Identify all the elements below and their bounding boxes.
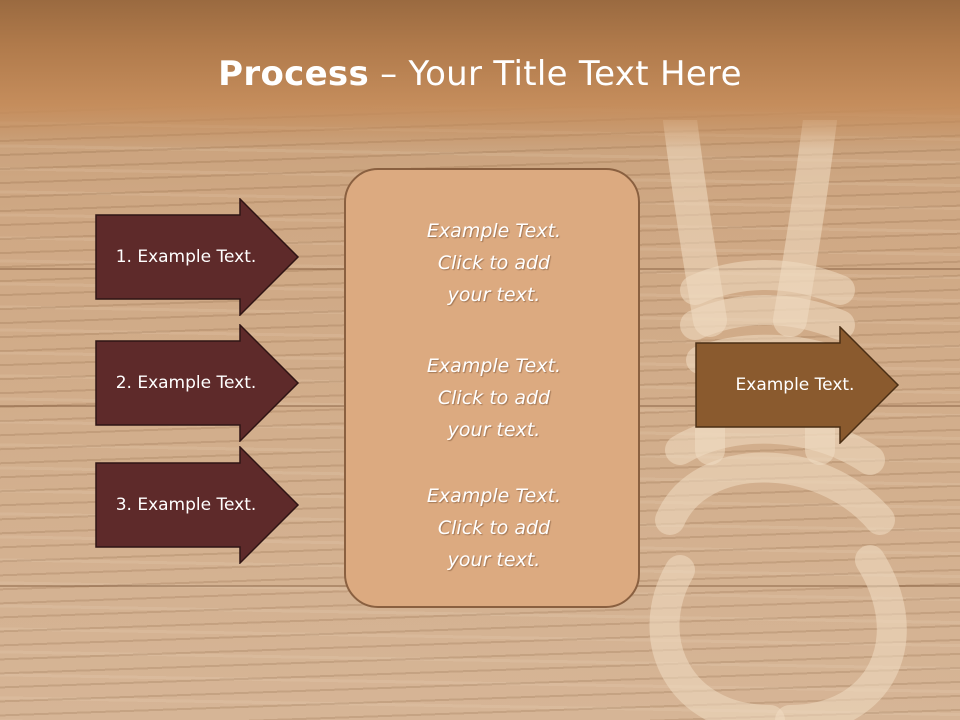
center-line: Click to add xyxy=(437,252,551,274)
step-label-3: 3. Example Text. xyxy=(115,495,257,515)
title-rest: – Your Title Text Here xyxy=(369,54,742,94)
arrow-shape xyxy=(95,446,300,564)
output-arrow[interactable]: Example Text. xyxy=(695,326,900,444)
step-arrow-1[interactable]: 1. Example Text. xyxy=(95,198,300,316)
title-bold: Process xyxy=(218,54,370,94)
center-line: Click to add xyxy=(437,517,551,539)
arrow-shape xyxy=(95,198,300,316)
center-line: Example Text. xyxy=(426,355,562,377)
center-text-box[interactable]: Example Text. Click to add your text. Ex… xyxy=(344,168,640,608)
center-line: Example Text. xyxy=(426,220,562,242)
step-label-1: 1. Example Text. xyxy=(115,247,257,267)
step-arrow-3[interactable]: 3. Example Text. xyxy=(95,446,300,564)
center-line: Example Text. xyxy=(426,485,562,507)
arrow-shape xyxy=(695,326,900,444)
output-label: Example Text. xyxy=(735,375,855,395)
center-text-block-3[interactable]: Example Text. Click to add your text. xyxy=(346,480,642,576)
center-text-block-1[interactable]: Example Text. Click to add your text. xyxy=(346,215,642,311)
center-line: Click to add xyxy=(437,387,551,409)
center-text-block-2[interactable]: Example Text. Click to add your text. xyxy=(346,350,642,446)
step-arrow-2[interactable]: 2. Example Text. xyxy=(95,324,300,442)
center-line: your text. xyxy=(447,549,541,571)
center-line: your text. xyxy=(447,419,541,441)
center-line: your text. xyxy=(447,284,541,306)
slide-title[interactable]: Process – Your Title Text Here xyxy=(0,54,960,94)
title-bar xyxy=(0,0,960,150)
arrow-shape xyxy=(95,324,300,442)
step-label-2: 2. Example Text. xyxy=(115,373,257,393)
